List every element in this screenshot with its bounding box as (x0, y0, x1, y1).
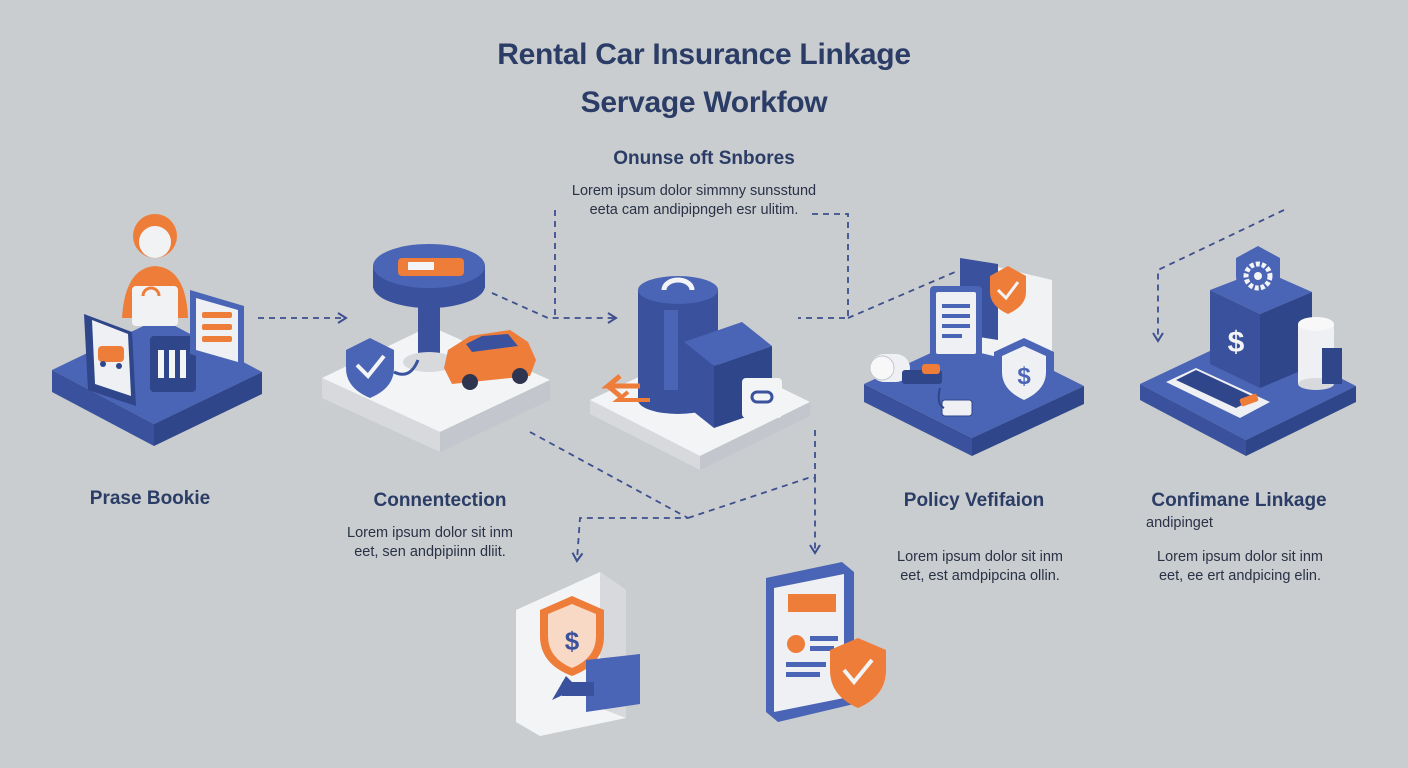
database-server-icon (590, 276, 810, 470)
step2-desc-line1: Lorem ipsum dolor sit inm (347, 525, 513, 541)
overview-bracket-right (798, 213, 849, 319)
overview-text-line1: Lorem ipsum dolor simmny sunsstund (571, 183, 817, 199)
step4-label: Policy Vefifaion (903, 490, 1045, 511)
svg-text:$: $ (565, 626, 580, 656)
page-title-line2: Servage Workfow (580, 86, 828, 119)
arrow-step2-to-step3 (491, 292, 618, 324)
step5-desc-line1: andipinget (1146, 515, 1213, 531)
svg-text:$: $ (1017, 363, 1031, 390)
step2-label: Connentection (373, 490, 507, 511)
step4-desc-line2: eet, est amdpipcina ollin. (900, 568, 1060, 584)
insurance-connection-icon (322, 244, 550, 452)
policy-verification-icon: $ (864, 258, 1084, 456)
step2-desc-line2: eet, sen andpipiinn dliit. (354, 544, 506, 560)
arrow-to-branch2 (687, 477, 821, 555)
step5-desc-line3: eet, ee ert andpicing elin. (1158, 568, 1322, 584)
arrow-step3-to-step4 (847, 271, 956, 319)
policy-document-check-icon (766, 562, 886, 722)
svg-text:$: $ (1228, 326, 1245, 359)
customer-booking-icon (52, 214, 262, 446)
overview-text-line2: eeta cam andipipngeh esr ulitim. (589, 202, 799, 218)
page-title-line1: Rental Car Insurance Linkage (497, 38, 911, 71)
step1-label: Prase Bookie (89, 488, 211, 509)
shield-transfer-icon: $ (516, 572, 640, 736)
arrow-to-branch1 (529, 431, 689, 563)
arrow-return-to-step5 (1152, 209, 1285, 343)
overview-heading: Onunse oft Snbores (613, 148, 795, 169)
step5-label: Confimane Linkage (1151, 490, 1327, 511)
step4-desc-line1: Lorem ipsum dolor sit inm (897, 549, 1063, 565)
payment-confirmation-icon: $ (1140, 246, 1356, 456)
step5-desc-line2: Lorem ipsum dolor sit inm (1157, 549, 1323, 565)
connector-lines (258, 209, 1285, 563)
